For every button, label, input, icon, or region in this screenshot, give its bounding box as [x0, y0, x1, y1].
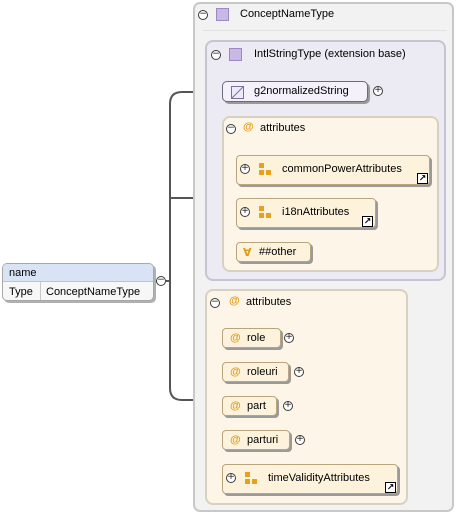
attribute-role[interactable]: @ role [222, 328, 281, 348]
inner-attributes-heading: attributes [260, 122, 306, 134]
attribute-group-icon [259, 206, 272, 219]
common-power-attributes-label: commonPowerAttributes [282, 163, 402, 175]
i18n-expand-icon[interactable]: + [240, 206, 250, 217]
i18n-attributes-group[interactable]: + i18nAttributes ↗ [236, 198, 376, 228]
attribute-part-label: part [247, 400, 266, 412]
attribute-icon: @ [230, 434, 241, 446]
complex-type-icon [216, 8, 229, 21]
extension-type-icon [229, 48, 242, 61]
complex-type-collapse-icon[interactable]: − [198, 9, 208, 20]
element-name: name [9, 267, 37, 279]
parturi-expand-icon[interactable]: + [295, 434, 305, 445]
attribute-icon: @ [230, 366, 241, 378]
time-validity-expand-icon[interactable]: + [226, 472, 236, 483]
common-power-attributes-group[interactable]: + commonPowerAttributes ↗ [236, 155, 430, 185]
common-power-expand-icon[interactable]: + [240, 163, 250, 174]
attribute-roleuri-label: roleuri [247, 366, 278, 378]
extension-name: IntlStringType (extension base) [254, 48, 406, 60]
element-type-key: Type [9, 286, 33, 298]
attribute-role-label: role [247, 332, 266, 344]
base-type-expand-icon[interactable]: + [373, 85, 383, 96]
inner-attributes-collapse-icon[interactable]: − [226, 123, 236, 134]
link-arrow-icon[interactable]: ↗ [385, 482, 396, 493]
i18n-attributes-label: i18nAttributes [282, 206, 350, 218]
any-attribute-label: ##other [259, 246, 297, 258]
attribute-part[interactable]: @ part [222, 396, 277, 416]
base-type-name: g2normalizedString [254, 85, 349, 97]
time-validity-attributes-label: timeValidityAttributes [268, 472, 370, 484]
element-type-value: ConceptNameType [46, 286, 141, 298]
inner-attributes-panel [222, 116, 439, 272]
complex-type-name: ConceptNameType [240, 8, 335, 20]
inner-attributes-icon: @ [243, 121, 254, 133]
attribute-roleuri[interactable]: @ roleuri [222, 362, 289, 382]
any-attribute-icon: ∀ [243, 247, 252, 259]
element-box[interactable]: name Type ConceptNameType [2, 263, 154, 301]
link-arrow-icon[interactable]: ↗ [417, 173, 428, 184]
base-type-box[interactable]: g2normalizedString [222, 81, 368, 102]
time-validity-attributes-group[interactable]: + timeValidityAttributes ↗ [222, 464, 398, 494]
attribute-parturi[interactable]: @ parturi [222, 430, 290, 450]
simple-type-icon [231, 86, 244, 99]
outer-attributes-heading: attributes [246, 296, 292, 308]
outer-attributes-collapse-icon[interactable]: − [210, 297, 220, 308]
link-arrow-icon[interactable]: ↗ [362, 216, 373, 227]
extension-collapse-icon[interactable]: − [211, 49, 221, 60]
sequence-collapse-icon[interactable]: − [156, 275, 166, 286]
part-expand-icon[interactable]: + [283, 400, 293, 411]
attribute-group-icon [259, 163, 272, 176]
header-divider [203, 30, 447, 31]
attribute-parturi-label: parturi [247, 434, 279, 446]
attribute-icon: @ [230, 400, 241, 412]
attribute-icon: @ [230, 332, 241, 344]
element-header: name [3, 264, 153, 282]
roleuri-expand-icon[interactable]: + [294, 366, 304, 377]
role-expand-icon[interactable]: + [284, 332, 294, 343]
element-type-divider [40, 282, 41, 300]
attribute-group-icon [245, 472, 258, 485]
any-attribute-chip[interactable]: ∀ ##other [236, 242, 311, 262]
outer-attributes-icon: @ [229, 295, 240, 307]
